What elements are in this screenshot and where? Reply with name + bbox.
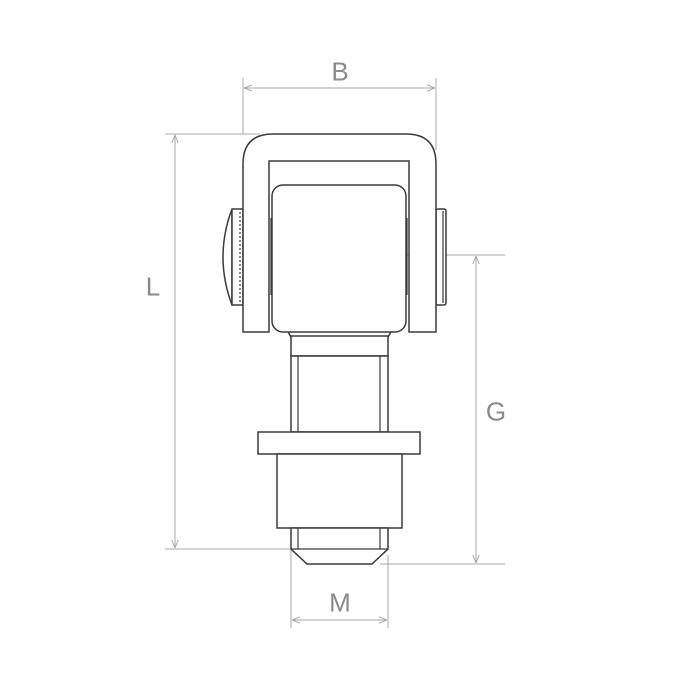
thread xyxy=(290,527,389,565)
dimension-l xyxy=(165,133,300,550)
label-b: B xyxy=(331,56,349,87)
dimension-m xyxy=(290,549,389,628)
label-l: L xyxy=(145,271,161,302)
nut-body xyxy=(276,453,403,529)
left-washer xyxy=(222,208,244,306)
label-m: M xyxy=(329,587,351,618)
label-g: G xyxy=(485,396,507,427)
shaft xyxy=(285,329,394,433)
right-washer xyxy=(435,208,447,306)
dimension-b xyxy=(242,78,437,150)
pivot-block xyxy=(271,184,407,333)
flange xyxy=(257,431,421,455)
u-bracket xyxy=(242,133,437,333)
